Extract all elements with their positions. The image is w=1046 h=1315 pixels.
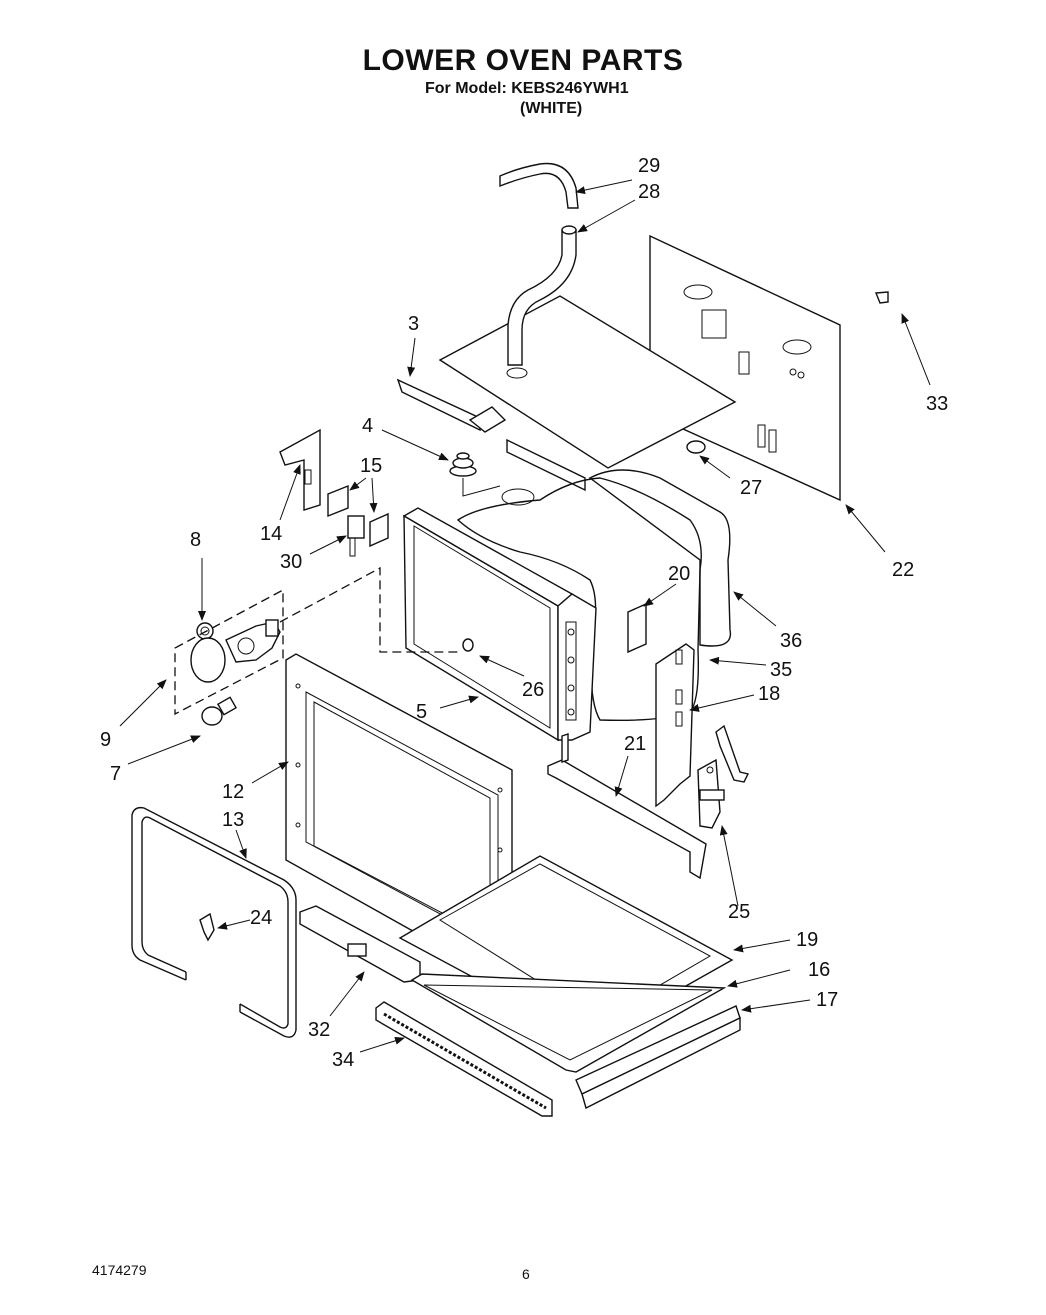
callout-3: 3: [408, 313, 419, 335]
callout-19: 19: [796, 929, 818, 951]
callout-33: 33: [926, 393, 948, 415]
model-color: (WHITE): [520, 100, 583, 117]
side-rail: [547, 733, 707, 880]
side-bracket: [279, 428, 321, 511]
oven-liner: [402, 507, 597, 742]
callout-22: 22: [892, 559, 914, 581]
wire-plate: [627, 602, 647, 654]
callout-13: 13: [222, 809, 244, 831]
callout-27: 27: [740, 477, 762, 499]
lamp-lens: [190, 637, 226, 683]
callout-26: 26: [522, 679, 544, 701]
callout-36: 36: [780, 630, 802, 652]
gasket-clip: [199, 912, 215, 942]
callout-34: 34: [332, 1049, 354, 1071]
switch-plate: [327, 484, 349, 518]
bracket: [874, 291, 889, 304]
callout-35: 35: [770, 659, 792, 681]
page-title: LOWER OVEN PARTS: [362, 44, 684, 77]
callout-labels: 29 28 3 4 15 14 30 8 9 7 12 13 24 32 34 …: [100, 155, 948, 1071]
callout-18: 18: [758, 683, 780, 705]
callout-9: 9: [100, 729, 111, 751]
door-switch: [347, 515, 365, 557]
trim-strip-lip: [581, 1016, 741, 1110]
callout-leaders: [119, 179, 931, 1053]
callout-12: 12: [222, 781, 244, 803]
switch-plate: [369, 512, 389, 548]
callout-7: 7: [110, 763, 121, 785]
callout-30: 30: [280, 551, 302, 573]
lamp-bulb: [201, 696, 238, 726]
callout-32: 32: [308, 1019, 330, 1041]
callout-16: 16: [808, 959, 830, 981]
vent-grille: [375, 1001, 553, 1117]
callout-24: 24: [250, 907, 272, 929]
thermostat-fitting: [449, 452, 477, 477]
document-number: 4174279: [92, 1262, 147, 1278]
vent-elbow: [499, 162, 579, 209]
callout-14: 14: [260, 523, 282, 545]
callout-5: 5: [416, 701, 427, 723]
door-hinge: [697, 724, 750, 829]
callout-25: 25: [728, 901, 750, 923]
callout-20: 20: [668, 563, 690, 585]
bottom-shield: [410, 973, 727, 1073]
lamp-socket: [225, 619, 281, 663]
lamp-nut: [196, 622, 214, 640]
hinge-bracket: [655, 643, 695, 808]
callout-29: 29: [638, 155, 660, 177]
lamp-bracket-outline: [174, 588, 284, 716]
callout-17: 17: [816, 989, 838, 1011]
callout-21: 21: [624, 733, 646, 755]
model-number: For Model: KEBS246YWH1: [425, 80, 629, 97]
door-gasket: [131, 806, 297, 1038]
hole-plug: [686, 440, 706, 454]
callout-8: 8: [190, 529, 201, 551]
callout-28: 28: [638, 181, 660, 203]
side-insulation: [588, 469, 732, 647]
callout-15: 15: [360, 455, 382, 477]
callout-4: 4: [362, 415, 373, 437]
vent-tube-end: [561, 225, 577, 235]
page-number: 6: [522, 1266, 530, 1282]
